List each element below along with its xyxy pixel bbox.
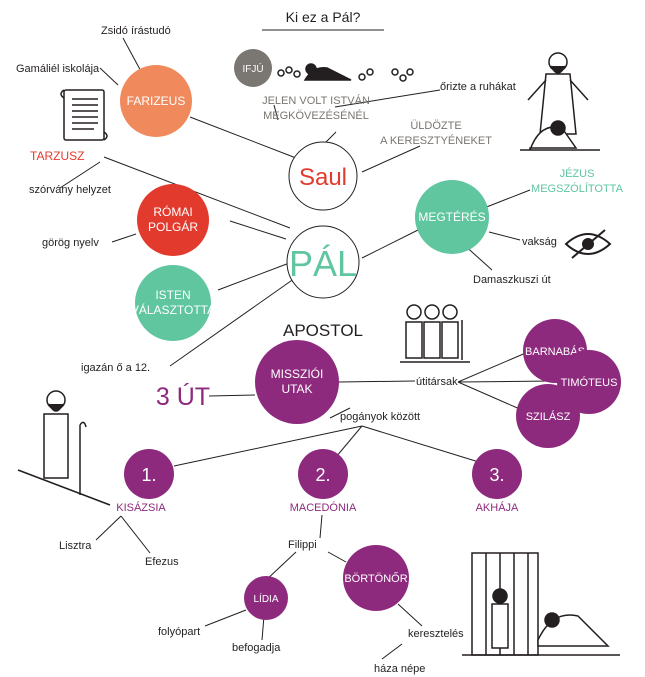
node-barnabas-label: BARNABÁS <box>525 345 585 358</box>
label-keresztelés: keresztelés <box>408 628 464 640</box>
label-orizte: őrizte a ruhákat <box>440 81 516 93</box>
label-jezus-1: JÉZUS <box>560 167 595 180</box>
node-two: 2. <box>298 449 348 499</box>
label-kisazsia: KISÁZSIA <box>116 501 166 514</box>
blind-eye-icon <box>564 229 612 259</box>
node-one-label: 1. <box>141 465 156 485</box>
node-lidia: LÍDIA <box>244 576 288 620</box>
label-jelen-volt-1: JELEN VOLT ISTVÁN <box>262 94 370 107</box>
jesus-and-kneeling-man-icon <box>520 52 600 151</box>
node-lidia-label: LÍDIA <box>253 592 278 605</box>
scroll-icon <box>60 89 108 141</box>
node-misszioi-label-1: MISSZIÓI <box>271 366 324 381</box>
label-igazan: igazán ő a 12. <box>81 362 150 374</box>
connector-lines <box>59 37 553 660</box>
label-poganyok: pogányok között <box>340 411 420 423</box>
label-efezus: Efezus <box>145 556 179 568</box>
node-farizeus-label: FARIZEUS <box>127 94 186 108</box>
walking-apostle-icon <box>17 390 111 506</box>
node-three: 3. <box>472 449 522 499</box>
node-one: 1. <box>124 449 174 499</box>
node-three-label: 3. <box>489 465 504 485</box>
label-utitarsak: útitársak <box>416 376 458 388</box>
label-lisztra: Lisztra <box>59 540 92 552</box>
node-megteres-label: MEGTÉRÉS <box>418 209 485 224</box>
node-saul: Saul <box>288 141 358 211</box>
label-jezus-2: MEGSZÓLÍTOTTA <box>531 182 624 195</box>
node-pal-label: PÁL <box>289 243 357 284</box>
node-ifju-label: IFJÚ <box>242 62 263 75</box>
node-bortonor: BÖRTÖNŐR <box>343 545 409 611</box>
label-akhaja: AKHÁJA <box>476 501 519 514</box>
label-zsido-irastudo: Zsidó írástudó <box>101 25 171 37</box>
node-timoteus-label: TIMÓTEUS <box>561 376 618 389</box>
node-bortonor-label: BÖRTÖNŐR <box>344 571 407 585</box>
label-gorog-nyelv: görög nyelv <box>42 237 99 249</box>
three-companions-icon <box>400 304 470 363</box>
node-romai-label-2: POLGÁR <box>148 219 198 234</box>
label-filippi: Filippi <box>288 539 317 551</box>
label-haza-nepe: háza népe <box>374 663 425 675</box>
node-szilasz-label: SZILÁSZ <box>526 410 571 423</box>
node-pal: PÁL <box>286 225 360 299</box>
label-gamaliel: Gamáliél iskolája <box>16 63 100 75</box>
node-megteres: MEGTÉRÉS <box>415 180 489 254</box>
prison-scene-icon <box>462 552 620 656</box>
node-misszioi-utak: MISSZIÓI UTAK <box>255 340 339 424</box>
node-isten-label-2: VÁLASZTOTTA <box>131 302 215 317</box>
label-folyopart: folyópart <box>158 626 200 638</box>
node-isten-label-1: ISTEN <box>155 288 190 302</box>
title: Ki ez a Pál? <box>286 9 361 25</box>
node-misszioi-label-2: UTAK <box>281 382 312 396</box>
node-farizeus: FARIZEUS <box>120 65 192 137</box>
label-befogadja: befogadja <box>232 642 281 654</box>
label-macedonia: MACEDÓNIA <box>290 501 357 514</box>
node-ifju: IFJÚ <box>234 49 272 87</box>
node-isten-valasztotta: ISTEN VÁLASZTOTTA <box>131 265 215 341</box>
node-romai-polgar: RÓMAI POLGÁR <box>137 184 209 256</box>
label-damaszkuszi: Damaszkuszi út <box>473 274 551 286</box>
node-romai-label-1: RÓMAI <box>153 204 192 219</box>
node-apostol: APOSTOL <box>283 321 363 340</box>
label-jelen-volt-2: MEGKÖVEZÉSÉNÉL <box>263 109 369 122</box>
node-harom-ut: 3 ÚT <box>156 382 210 411</box>
label-szorvany: szórvány helyzet <box>29 184 111 196</box>
stoning-scene-icon <box>277 63 414 82</box>
node-two-label: 2. <box>315 465 330 485</box>
node-saul-label: Saul <box>299 164 347 191</box>
label-uldozte-2: A KERESZTYÉNEKET <box>380 134 492 147</box>
label-vaksag: vakság <box>522 236 557 248</box>
node-szilasz: SZILÁSZ <box>516 384 580 448</box>
label-uldozte-1: ÜLDÖZTE <box>410 120 461 132</box>
label-tarzusz: TARZUSZ <box>30 149 84 163</box>
